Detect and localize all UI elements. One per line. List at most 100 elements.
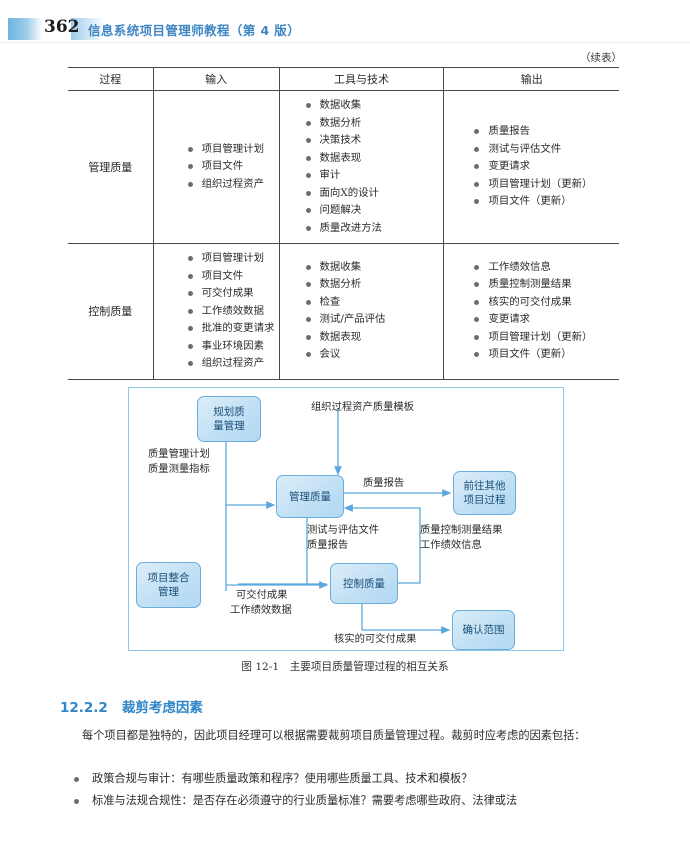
table-header-row: 过程 输入 工具与技术 输出: [68, 67, 619, 91]
list-item: 项目管理计划: [180, 250, 279, 268]
list-item: 问题解决: [298, 202, 444, 220]
section-heading: 12.2.2 裁剪考虑因素: [60, 696, 203, 716]
section-paragraph: 每个项目都是独特的，因此项目经理可以根据需要裁剪项目质量管理过程。裁剪时应考虑的…: [82, 729, 586, 742]
list-item: 审计: [298, 167, 444, 185]
list-item: 数据收集: [298, 97, 444, 115]
cell-inputs: 项目管理计划 项目文件 组织过程资产: [152, 90, 280, 244]
list-item: 项目文件（更新）: [466, 346, 619, 364]
node-project-integration-management[interactable]: 项目整合 管理: [136, 562, 201, 608]
list-item: 项目文件: [180, 158, 279, 176]
edge-label-deliverables: 可交付成果: [236, 589, 288, 601]
list-item: 项目管理计划（更新）: [466, 329, 619, 347]
edge-label-test-evaluation-documents: 测试与评估文件: [307, 524, 380, 536]
section-title: 裁剪考虑因素: [121, 700, 203, 716]
node-label-line1: 项目整合: [147, 572, 190, 584]
list-item: 面向X的设计: [298, 185, 444, 203]
node-validate-scope[interactable]: 确认范围: [452, 610, 515, 650]
tools-list: 数据收集 数据分析 检查 测试/产品评估 数据表现 会议: [280, 253, 444, 370]
section-number: 12.2.2: [60, 700, 108, 716]
list-item: 批准的变更请求: [180, 320, 279, 338]
node-manage-quality[interactable]: 管理质量: [276, 475, 344, 518]
edge-label-work-performance-information: 工作绩效信息: [420, 539, 482, 551]
table-row: 控制质量 项目管理计划 项目文件 可交付成果 工作绩效数据 批准的变更请求 事业…: [68, 243, 619, 380]
list-item: 数据表现: [298, 150, 444, 168]
page-header: 362 信息系统项目管理师教程（第 4 版）: [0, 17, 690, 44]
list-item: 检查: [298, 294, 444, 312]
process-table: 过程 输入 工具与技术 输出 管理质量 项目管理计划 项目文件 组织过程资产: [68, 67, 619, 380]
edge-label-quality-management-plan: 质量管理计划: [148, 448, 210, 460]
edge-label-opa-template: 组织过程资产质量模板: [311, 401, 414, 413]
list-item: 变更请求: [466, 311, 619, 329]
tools-list: 数据收集 数据分析 决策技术 数据表现 审计 面向X的设计 问题解决 质量改进方…: [280, 91, 444, 243]
node-label: 控制质量: [343, 577, 385, 590]
outputs-list: 质量报告 测试与评估文件 变更请求 项目管理计划（更新） 项目文件（更新）: [444, 117, 619, 217]
list-item: 事业环境因素: [180, 338, 279, 356]
inputs-list: 项目管理计划 项目文件 组织过程资产: [154, 135, 279, 200]
list-item: 决策技术: [298, 132, 444, 150]
cell-outputs: 质量报告 测试与评估文件 变更请求 项目管理计划（更新） 项目文件（更新）: [443, 90, 619, 244]
list-item: 核实的可交付成果: [466, 294, 619, 312]
inputs-list: 项目管理计划 项目文件 可交付成果 工作绩效数据 批准的变更请求 事业环境因素 …: [154, 244, 279, 379]
list-item: 测试/产品评估: [298, 311, 444, 329]
page-number: 362: [44, 17, 80, 37]
column-header-inputs: 输入: [152, 67, 280, 91]
list-item: 项目管理计划: [180, 141, 279, 159]
outputs-list: 工作绩效信息 质量控制测量结果 核实的可交付成果 变更请求 项目管理计划（更新）…: [444, 253, 619, 370]
edge-label-quality-report-top: 质量报告: [363, 477, 405, 489]
list-item: 项目管理计划（更新）: [466, 176, 619, 194]
header-bar-right-decoration: [71, 18, 105, 40]
header-bar-left-decoration: [8, 18, 42, 40]
list-item: 政策合规与审计：有哪些质量政策和程序？使用哪些质量工具、技术和模板？: [60, 768, 638, 790]
edge-label-quality-metrics: 质量测量指标: [148, 463, 210, 475]
node-plan-quality-management[interactable]: 规划质 量管理: [197, 396, 261, 442]
list-item: 组织过程资产: [180, 176, 279, 194]
node-label-line2: 管理: [158, 586, 179, 598]
node-label-line1: 规划质: [213, 406, 245, 418]
continued-table-note: （续表）: [580, 52, 622, 64]
cell-tools: 数据收集 数据分析 检查 测试/产品评估 数据表现 会议: [278, 243, 444, 380]
node-label-line2: 项目过程: [463, 494, 506, 506]
list-item: 质量报告: [466, 123, 619, 141]
node-label-line2: 量管理: [213, 420, 245, 432]
list-item: 数据收集: [298, 259, 444, 277]
list-item: 工作绩效信息: [466, 259, 619, 277]
figure-caption: 图 12-1 主要项目质量管理过程的相互关系: [241, 661, 449, 673]
process-relationship-diagram: 规划质 量管理 管理质量 前往其他 项目过程 项目整合 管理 控制质量 确认范围…: [128, 387, 564, 651]
edge-label-verified-deliverables: 核实的可交付成果: [334, 633, 417, 645]
list-item: 质量改进方法: [298, 220, 444, 238]
cell-process-name: 控制质量: [68, 243, 154, 380]
cell-tools: 数据收集 数据分析 决策技术 数据表现 审计 面向X的设计 问题解决 质量改进方…: [278, 90, 444, 244]
edge-label-quality-control-measurements: 质量控制测量结果: [420, 524, 503, 536]
list-item: 质量控制测量结果: [466, 276, 619, 294]
node-label: 项目整合 管理: [148, 571, 190, 599]
list-item: 组织过程资产: [180, 355, 279, 373]
list-item: 数据分析: [298, 115, 444, 133]
list-item: 工作绩效数据: [180, 303, 279, 321]
cell-outputs: 工作绩效信息 质量控制测量结果 核实的可交付成果 变更请求 项目管理计划（更新）…: [443, 243, 619, 380]
node-label: 管理质量: [289, 490, 331, 503]
diagram-arrows: [225, 408, 452, 634]
list-item: 变更请求: [466, 158, 619, 176]
cell-process-name: 管理质量: [68, 90, 154, 244]
list-item: 数据分析: [298, 276, 444, 294]
tailoring-factors-list: 政策合规与审计：有哪些质量政策和程序？使用哪些质量工具、技术和模板？ 标准与法规…: [60, 768, 638, 812]
list-item: 数据表现: [298, 329, 444, 347]
edge-label-work-performance-data: 工作绩效数据: [230, 604, 292, 616]
list-item: 项目文件（更新）: [466, 193, 619, 211]
node-go-to-other-processes[interactable]: 前往其他 项目过程: [453, 471, 516, 515]
list-item: 可交付成果: [180, 285, 279, 303]
list-item: 标准与法规合规性：是否存在必须遵守的行业质量标准？需要考虑哪些政府、法律或法: [60, 790, 638, 812]
table-row: 管理质量 项目管理计划 项目文件 组织过程资产 数据收集 数据分析 决策技术 数…: [68, 90, 619, 244]
node-label: 确认范围: [462, 624, 505, 636]
node-control-quality[interactable]: 控制质量: [330, 563, 398, 604]
column-header-outputs: 输出: [443, 67, 619, 91]
node-label: 规划质 量管理: [213, 405, 245, 433]
node-label-line1: 前往其他: [463, 480, 506, 492]
node-label: 前往其他 项目过程: [464, 479, 506, 507]
book-title: 信息系统项目管理师教程（第 4 版）: [88, 23, 301, 38]
edge-label-quality-report-middle: 质量报告: [307, 539, 349, 551]
list-item: 会议: [298, 346, 444, 364]
list-item: 项目文件: [180, 268, 279, 286]
list-item: 测试与评估文件: [466, 141, 619, 159]
